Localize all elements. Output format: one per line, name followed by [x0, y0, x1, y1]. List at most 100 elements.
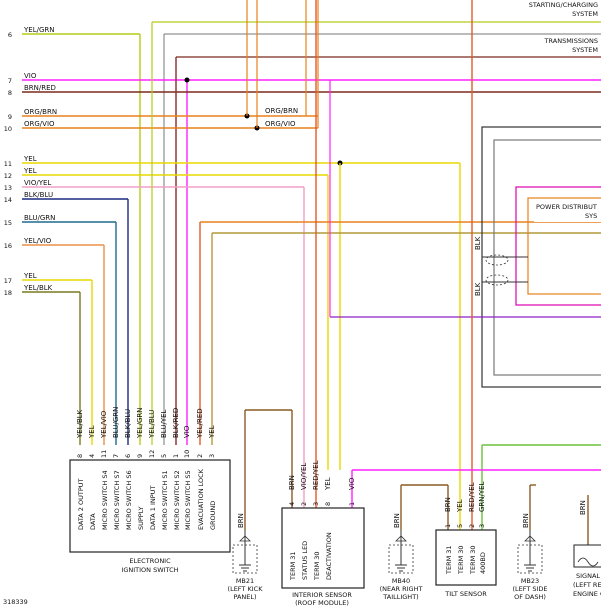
eis-function-label: DATA 1 INPUT — [149, 486, 157, 530]
tilt-sensor-wire-label: BRN — [444, 497, 452, 512]
eis-wire-label: YEL/VIO — [100, 410, 108, 439]
left-pin-18: 18 — [4, 289, 12, 297]
eis-function-label: DATA — [89, 513, 97, 530]
pd-frame-orange — [527, 197, 601, 295]
interior-sensor-pin: 1 — [348, 502, 356, 506]
eis-pin: 4 — [88, 454, 96, 458]
interior-sensor-pin: 2 — [300, 502, 308, 506]
tilt-sensor-function: TERM 30 — [457, 545, 465, 575]
eis-wire-label: YEL/BLK — [76, 409, 84, 439]
ground-wire-label: BRN — [393, 513, 401, 528]
left-wire-label-8: BRN/RED — [24, 84, 56, 92]
eis-function-label: MICRO SWITCH S6 — [125, 470, 133, 530]
eis-pin: 10 — [183, 450, 191, 458]
eis-wire-label: BLK/BLU — [124, 409, 132, 438]
signal-wire-label: BRN — [579, 500, 587, 515]
interior-sensor-wire-label: VIO — [348, 477, 356, 490]
eis-pin: 6 — [124, 454, 132, 458]
eis-wire-label: YEL/BLU — [148, 410, 156, 439]
left-wire-label-9: ORG/BRN — [24, 108, 57, 116]
junction-label-org-vio: ORG/VIO — [265, 120, 296, 128]
eis-wire-label: YEL/GRN — [136, 408, 144, 439]
blk-label-2: BLK — [474, 282, 482, 296]
tilt-sensor-function: 400BD — [479, 552, 487, 574]
signal-caption-line1: SIGNAL — [576, 572, 600, 580]
left-wire-label-6: YEL/GRN — [23, 26, 54, 34]
ground-caption-line: MB40 — [392, 577, 410, 585]
interior-sensor-function: DEACTIVATION — [325, 532, 333, 580]
eis-wire-label: YEL — [208, 425, 216, 439]
interior-sensor — [281, 507, 365, 589]
system-label-starting-charging: STARTING/CHARGING SYSTEM — [529, 1, 598, 18]
left-wire-label-16: YEL/VIO — [23, 237, 52, 245]
eis-wire-label: YEL — [88, 425, 96, 439]
eis-function-label: DATA 2 OUTPUT — [77, 478, 85, 530]
signal-component: BRN SIGNAL (LEFT RE ENGINE C — [573, 500, 601, 598]
eis-wire-label: BLU/YEL — [160, 409, 168, 438]
starting-charging-line1: STARTING/CHARGING — [529, 1, 598, 9]
interior-sensor-pin: 4 — [288, 502, 296, 506]
ground-caption-line: MB21 — [236, 577, 254, 585]
eis-caption-line2: IGNITION SWITCH — [121, 566, 178, 574]
eis-function-label: MICRO SWITCH S1 — [161, 470, 169, 530]
tilt-sensor-pin: 2 — [468, 524, 476, 528]
ground-caption-line: (LEFT SIDE — [512, 585, 547, 593]
is-caption-line1: INTERIOR SENSOR — [292, 591, 352, 599]
transmissions-line2: SYSTEM — [572, 46, 598, 54]
ground-caption-line: PANEL) — [233, 593, 256, 601]
left-pin-10: 10 — [4, 125, 12, 133]
tilt-sensor-pin: 1 — [444, 524, 452, 528]
interior-sensor-caption: INTERIOR SENSOR (ROOF MODULE) — [292, 591, 352, 607]
left-pin-14: 14 — [4, 196, 12, 204]
eis-function-label: GROUND — [209, 501, 217, 530]
interior-sensor-function: TERM 30 — [313, 551, 321, 581]
eis-pin: 11 — [100, 450, 108, 458]
tilt-sensor-wire-label: YEL — [456, 499, 464, 513]
left-pin-9: 9 — [8, 113, 12, 121]
tilt-sensor-function: TERM 30 — [469, 545, 477, 575]
tilt-sensor-pin: 5 — [456, 524, 464, 528]
ground-caption-line: MB23 — [521, 577, 539, 585]
eis-pin: 9 — [136, 454, 144, 458]
ground-caption-line: (LEFT KICK — [228, 585, 264, 593]
eis-function-label: MICRO SWITCH S7 — [113, 470, 121, 530]
eis-pin: 7 — [112, 454, 120, 458]
interior-sensor-pin: 8 — [324, 502, 332, 506]
interior-sensor-function: TERM 31 — [289, 551, 297, 581]
left-pin-12: 12 — [4, 172, 12, 180]
eis-pin: 12 — [148, 450, 156, 458]
left-pin-17: 17 — [4, 277, 12, 285]
left-wire-label-15: BLU/GRN — [24, 214, 55, 222]
left-pin-15: 15 — [4, 219, 12, 227]
left-wire-label-10: ORG/VIO — [24, 120, 55, 128]
figure-id: 318339 — [3, 598, 28, 606]
left-wire-label-18: YEL/BLK — [23, 284, 53, 292]
eis-pin: 3 — [208, 454, 216, 458]
pd-label-line1: POWER DISTRIBUT — [536, 203, 597, 211]
signal-caption-line2: (LEFT RE — [573, 581, 601, 589]
eis-wire-label: YEL/RED — [196, 408, 204, 439]
left-pin-11: 11 — [4, 160, 12, 168]
tilt-sensor-caption: TILT SENSOR — [444, 590, 487, 598]
left-wire-label-13: VIO/YEL — [24, 179, 51, 187]
interior-sensor-pin: 3 — [312, 502, 320, 506]
eis-function-label: MICRO SWITCH S4 — [101, 470, 109, 530]
left-pin-8: 8 — [8, 89, 12, 97]
ground-caption-line: OF DASH) — [514, 593, 546, 601]
left-wire-label-11: YEL — [23, 155, 37, 163]
ground-wire-label: BRN — [522, 513, 530, 528]
eis-wire-label: BLK/RED — [172, 408, 180, 438]
transmissions-line1: TRANSMISSIONS — [544, 37, 598, 45]
pd-frame-magenta — [515, 186, 601, 306]
tilt-sensor-pin: 3 — [478, 524, 486, 528]
left-pin-16: 16 — [4, 242, 12, 250]
eis-wire-label: VIO — [183, 425, 191, 438]
eis-pin: 5 — [160, 454, 168, 458]
left-wire-label-14: BLK/BLU — [24, 191, 53, 199]
